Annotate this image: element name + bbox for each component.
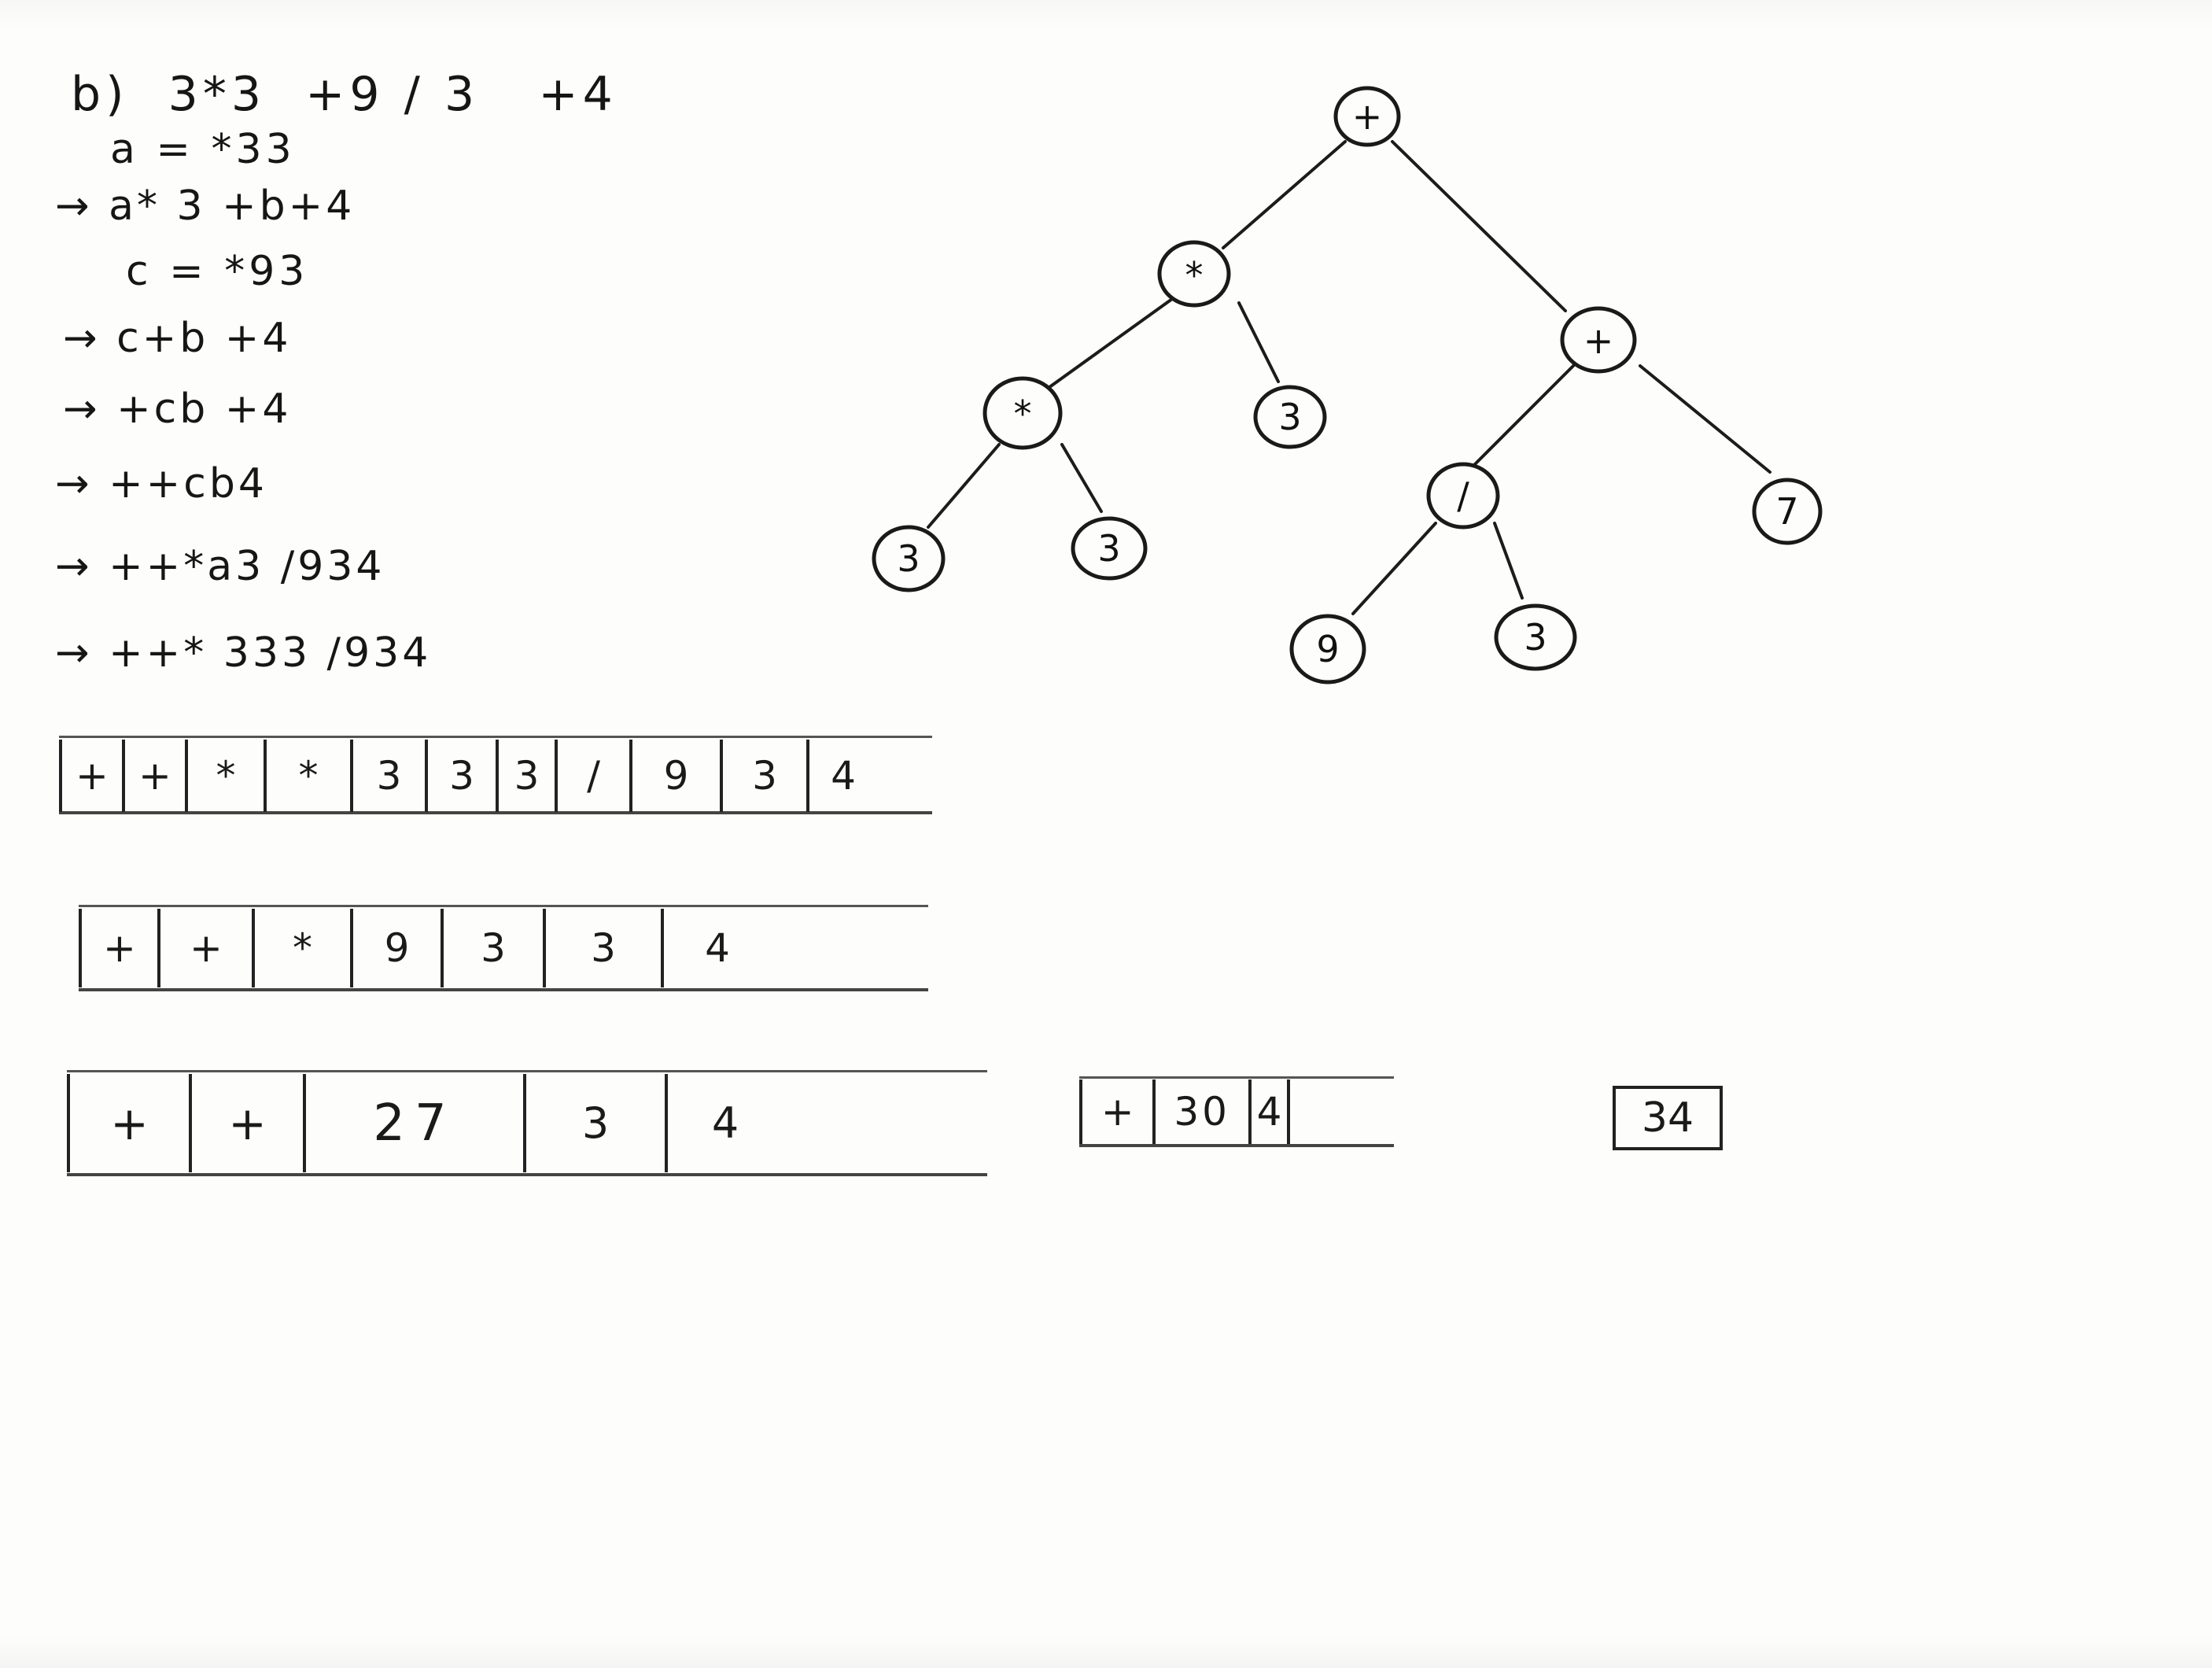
stack-cell: + <box>1079 1079 1152 1144</box>
stack-cell: 3 <box>523 1074 665 1172</box>
problem-heading: b) 3*3 +9 / 3 +4 <box>71 67 618 122</box>
stack-cell: 27 <box>303 1074 523 1172</box>
tree-edge <box>1473 364 1575 466</box>
tree-node-label: 3 <box>1278 396 1301 438</box>
stack-cell: 9 <box>350 909 441 987</box>
tree-edge <box>1045 297 1174 391</box>
stack-cell: + <box>122 740 185 812</box>
derivation-line: → ++*a3 /934 <box>55 543 385 590</box>
stack-cell: + <box>59 740 122 812</box>
stack-cell: 30 <box>1152 1079 1248 1144</box>
tree-edge <box>1237 301 1280 383</box>
stack-row-frame <box>79 905 928 991</box>
derivation-line: c = *93 <box>126 248 309 295</box>
tree-node-circle <box>1157 240 1231 308</box>
tree-node-label: / <box>1457 474 1469 517</box>
stack-cell: + <box>79 909 157 987</box>
stack-cell: + <box>67 1074 189 1172</box>
stack-cell: 4 <box>806 740 877 812</box>
tree-node-circle <box>1560 306 1637 374</box>
tree-node-circle <box>1494 603 1577 671</box>
tree-edge <box>1060 443 1103 513</box>
stack-row-frame <box>67 1070 987 1176</box>
tree-edge <box>1639 364 1771 474</box>
stack-row-1: + + * * 3 3 3 / 9 3 4 <box>59 740 877 812</box>
tree-edge <box>927 443 1001 529</box>
stack-cell: * <box>252 909 350 987</box>
stack-cell: 3 <box>720 740 806 812</box>
stack-cell: 4 <box>1248 1079 1287 1144</box>
tree-node-label: 9 <box>1316 628 1339 670</box>
tree-edge <box>1493 522 1524 600</box>
derivation-line: → +cb +4 <box>63 386 292 433</box>
stack-cell: + <box>189 1074 303 1172</box>
stack-row-frame <box>1079 1076 1394 1147</box>
derivation-line: → ++cb4 <box>55 460 267 507</box>
stack-cell: 3 <box>425 740 496 812</box>
final-result-box: 34 <box>1613 1086 1723 1150</box>
tree-node-circle <box>1333 86 1401 147</box>
tree-node-circle <box>982 376 1063 450</box>
stack-row-3: + + 27 3 4 <box>67 1074 783 1172</box>
tree-node-label: 3 <box>897 537 920 580</box>
derivation-line: → c+b +4 <box>63 315 292 362</box>
derivation-line: → ++* 333 /934 <box>55 629 432 677</box>
stack-cell: * <box>185 740 264 812</box>
stack-cell: 4 <box>661 909 771 987</box>
tree-edge <box>1391 140 1567 312</box>
tree-node-circle <box>1289 614 1366 685</box>
stack-cell: 3 <box>441 909 543 987</box>
tree-node-label: * <box>1185 254 1204 297</box>
tree-node-circle <box>1071 516 1148 581</box>
stack-cell: 3 <box>496 740 555 812</box>
tree-node-circle <box>1426 462 1500 530</box>
stack-cell: 3 <box>350 740 425 812</box>
tree-node-label: 3 <box>1524 616 1547 659</box>
derivation-line: → a* 3 +b+4 <box>55 183 356 230</box>
stack-cell: 3 <box>543 909 661 987</box>
stack-cell: * <box>264 740 350 812</box>
stack-row-4: + 30 4 <box>1079 1079 1290 1144</box>
tree-node-label: 3 <box>1097 527 1120 570</box>
tree-node-circle <box>1752 478 1823 545</box>
tree-node-label: * <box>1014 393 1032 435</box>
derivation-line: a = *33 <box>110 126 296 173</box>
stack-cell: / <box>555 740 629 812</box>
stack-row-2: + + * 9 3 3 4 <box>79 909 771 987</box>
tree-node-label: + <box>1583 319 1614 362</box>
stack-row-frame <box>59 736 932 814</box>
tree-node-circle <box>872 525 946 592</box>
stack-cell: 4 <box>665 1074 783 1172</box>
tree-node-label: + <box>1352 95 1383 138</box>
tree-node-label: 7 <box>1775 490 1798 533</box>
stack-cell: 9 <box>629 740 720 812</box>
tree-edge <box>1351 522 1437 615</box>
tree-node-circle <box>1253 385 1327 449</box>
tree-edge <box>1222 140 1347 249</box>
stack-cell: + <box>157 909 252 987</box>
